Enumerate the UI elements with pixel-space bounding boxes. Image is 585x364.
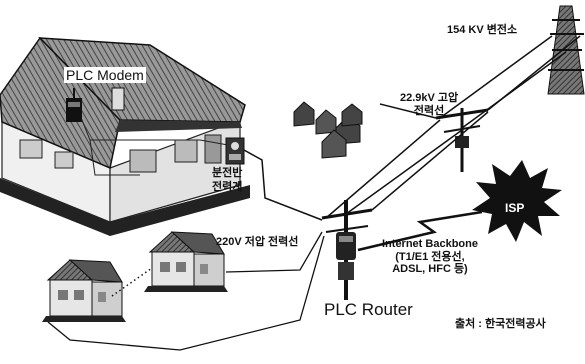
backbone-label-line2: (T1/E1 전용선, [382, 251, 478, 264]
panel-label: 분전반 전력계 [212, 166, 242, 195]
hv-line-label: 22.9kV 고압 전력선 [400, 92, 458, 117]
backbone-label-line3: ADSL, HFC 등) [382, 263, 478, 276]
hv-line-label-line2: 전력선 [400, 105, 458, 118]
plc-modem-label: PLC Modem [64, 67, 146, 83]
utility-pole-icon [436, 108, 488, 172]
transmission-tower-icon [548, 6, 584, 94]
meter-icon [226, 138, 244, 164]
hv-line-label-line1: 22.9kV 고압 [400, 92, 458, 105]
panel-label-line1: 분전반 [212, 166, 242, 180]
house-icon [294, 102, 362, 158]
low-voltage-line [244, 150, 322, 220]
house-icon [42, 260, 126, 322]
substation-label: 154 KV 변전소 [447, 24, 517, 37]
backbone-label-line1: Internet Backbone [382, 238, 478, 251]
plc-router-label: PLC Router [324, 300, 413, 320]
isp-label: ISP [505, 202, 524, 216]
source-credit: 출처 : 한국전력공사 [455, 318, 546, 331]
internet-backbone-label: Internet Backbone (T1/E1 전용선, ADSL, HFC … [382, 238, 478, 276]
low-voltage-line-label: 220V 저압 전력선 [216, 236, 298, 249]
panel-label-line2: 전력계 [212, 180, 242, 194]
